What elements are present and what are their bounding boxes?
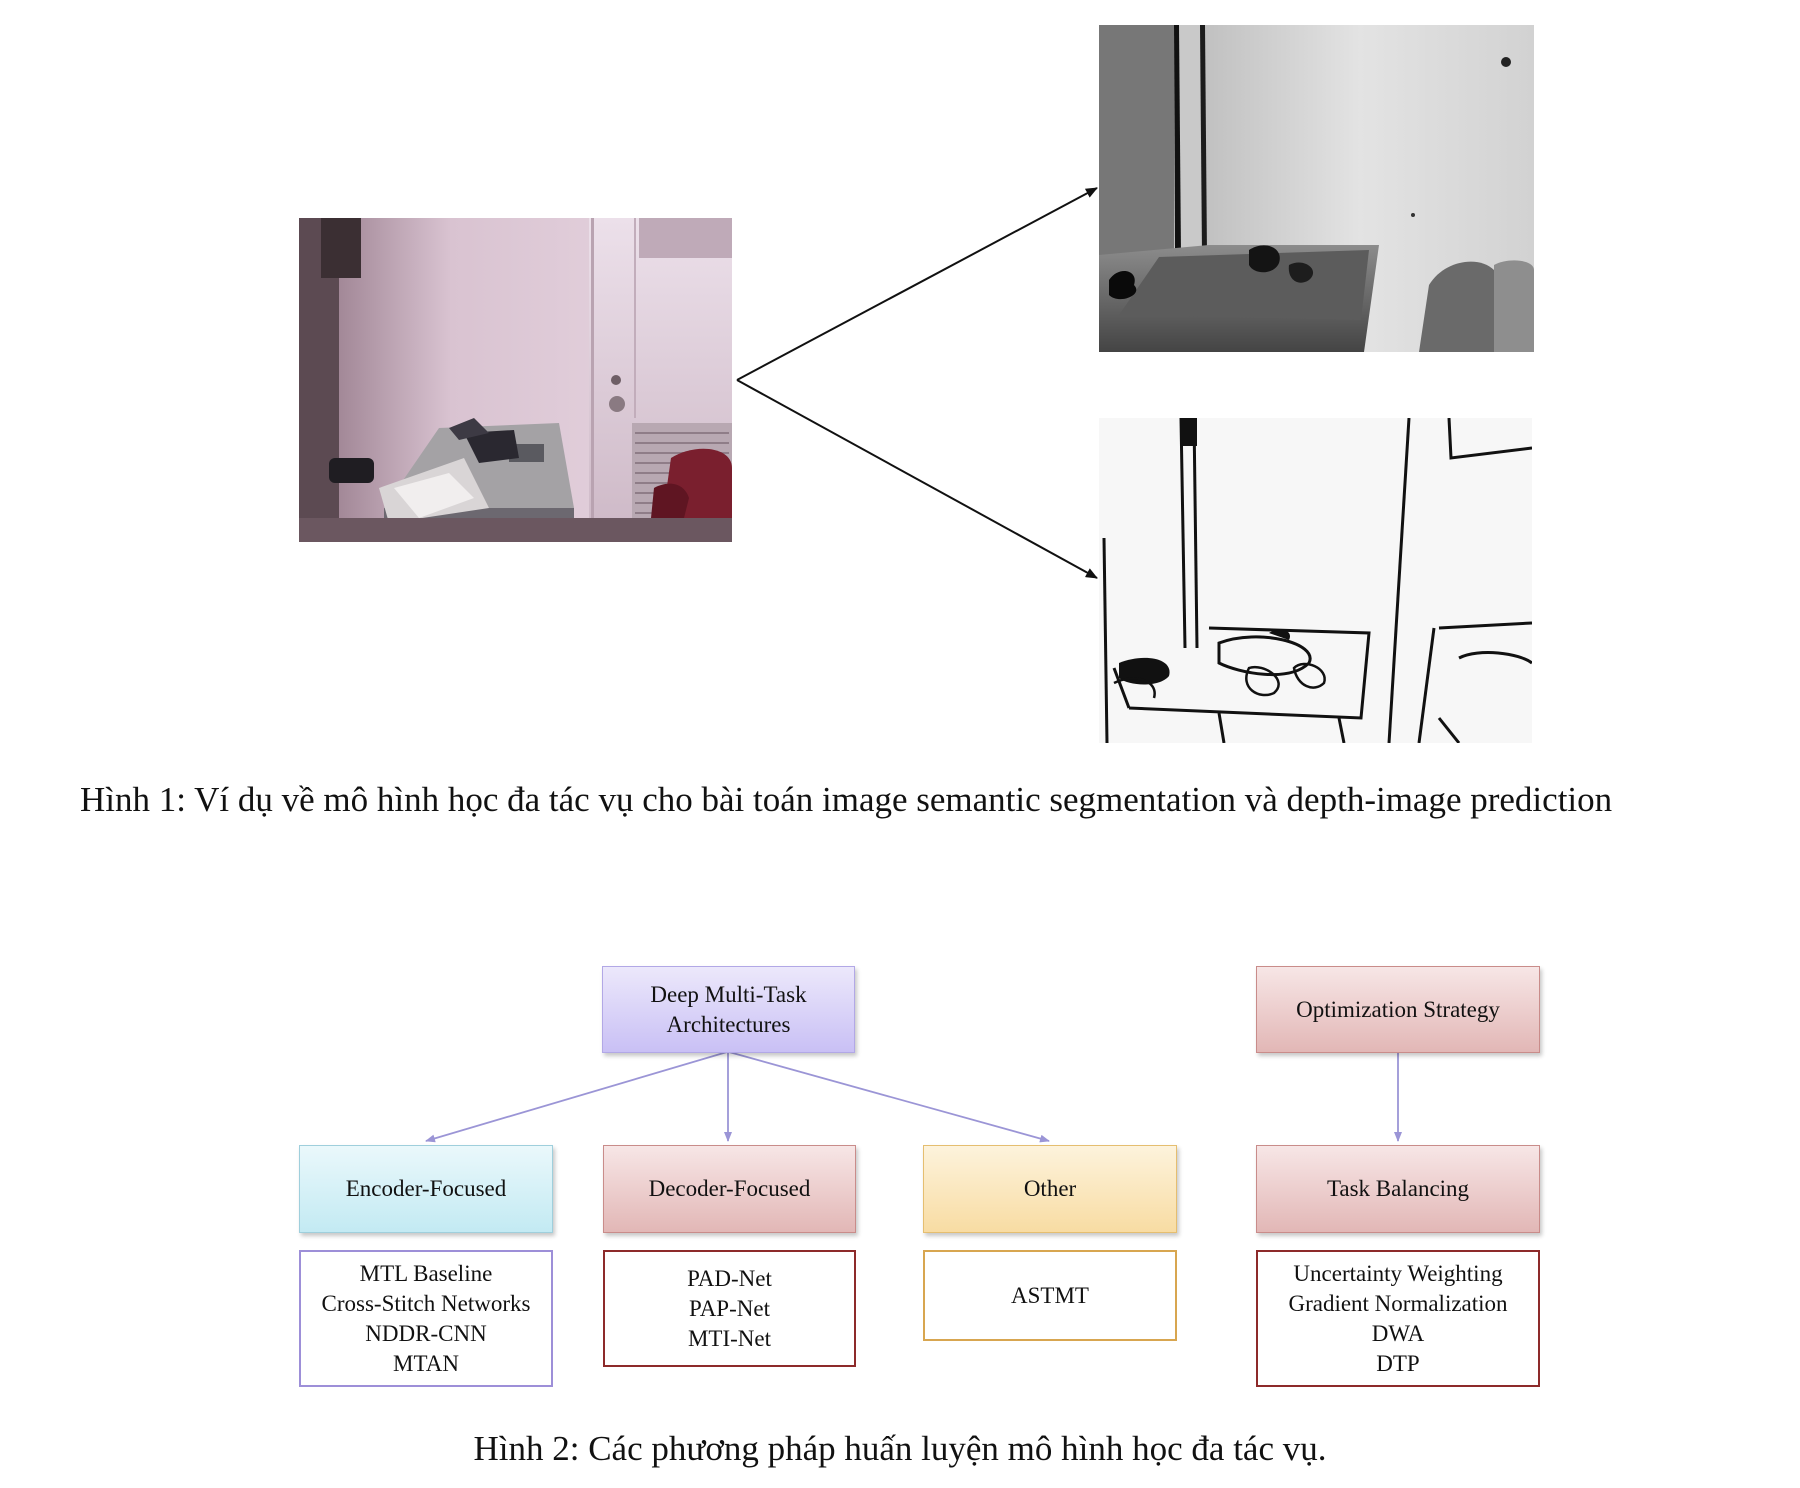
arrow-to-depth-map	[736, 187, 1098, 381]
figure-1-arrows	[736, 187, 1098, 579]
encoder-focused-label: Encoder-Focused	[345, 1176, 507, 1201]
optimization-label: Optimization Strategy	[1296, 996, 1500, 1022]
arrow-root-to-other	[728, 1051, 1050, 1143]
task-balancing-methods: Uncertainty Weighting Gradient Normaliza…	[1256, 1250, 1540, 1387]
arrow-root-to-encoder	[425, 1051, 728, 1143]
deep-multi-task-architectures-box: Deep Multi-Task Architectures	[602, 966, 855, 1053]
encoder-focused-methods: MTL Baseline Cross-Stitch Networks NDDR-…	[299, 1250, 553, 1387]
semantic-segmentation-output	[1099, 418, 1532, 743]
decoder-focused-methods: PAD-Net PAP-Net MTI-Net	[603, 1250, 856, 1367]
rgb-input-photo	[299, 218, 732, 542]
decoder-focused-label: Decoder-Focused	[648, 1176, 811, 1201]
task-balancing-method-list: Uncertainty Weighting Gradient Normaliza…	[1288, 1260, 1508, 1376]
other-label: Other	[1023, 1176, 1077, 1201]
other-methods: ASTMT	[923, 1250, 1177, 1341]
task-balancing-box: Task Balancing	[1256, 1145, 1540, 1233]
figure-1-caption: Hình 1: Ví dụ về mô hình học đa tác vụ c…	[80, 780, 1613, 819]
root-label: Deep Multi-Task Architectures	[650, 981, 807, 1037]
arrow-to-segmentation-map	[736, 379, 1098, 579]
decoder-focused-method-list: PAD-Net PAP-Net MTI-Net	[687, 1265, 772, 1351]
encoder-focused-method-list: MTL Baseline Cross-Stitch Networks NDDR-…	[321, 1260, 531, 1376]
decoder-focused-box: Decoder-Focused	[603, 1145, 856, 1233]
figure-1	[299, 25, 1534, 743]
optimization-strategy-box: Optimization Strategy	[1256, 966, 1540, 1053]
figure-2-caption: Hình 2: Các phương pháp huấn luyện mô hì…	[473, 1429, 1327, 1468]
task-balancing-label: Task Balancing	[1326, 1176, 1470, 1201]
encoder-focused-box: Encoder-Focused	[299, 1145, 553, 1233]
other-method-list: ASTMT	[1011, 1282, 1089, 1308]
other-box: Other	[923, 1145, 1177, 1233]
depth-map-output	[1099, 25, 1534, 352]
